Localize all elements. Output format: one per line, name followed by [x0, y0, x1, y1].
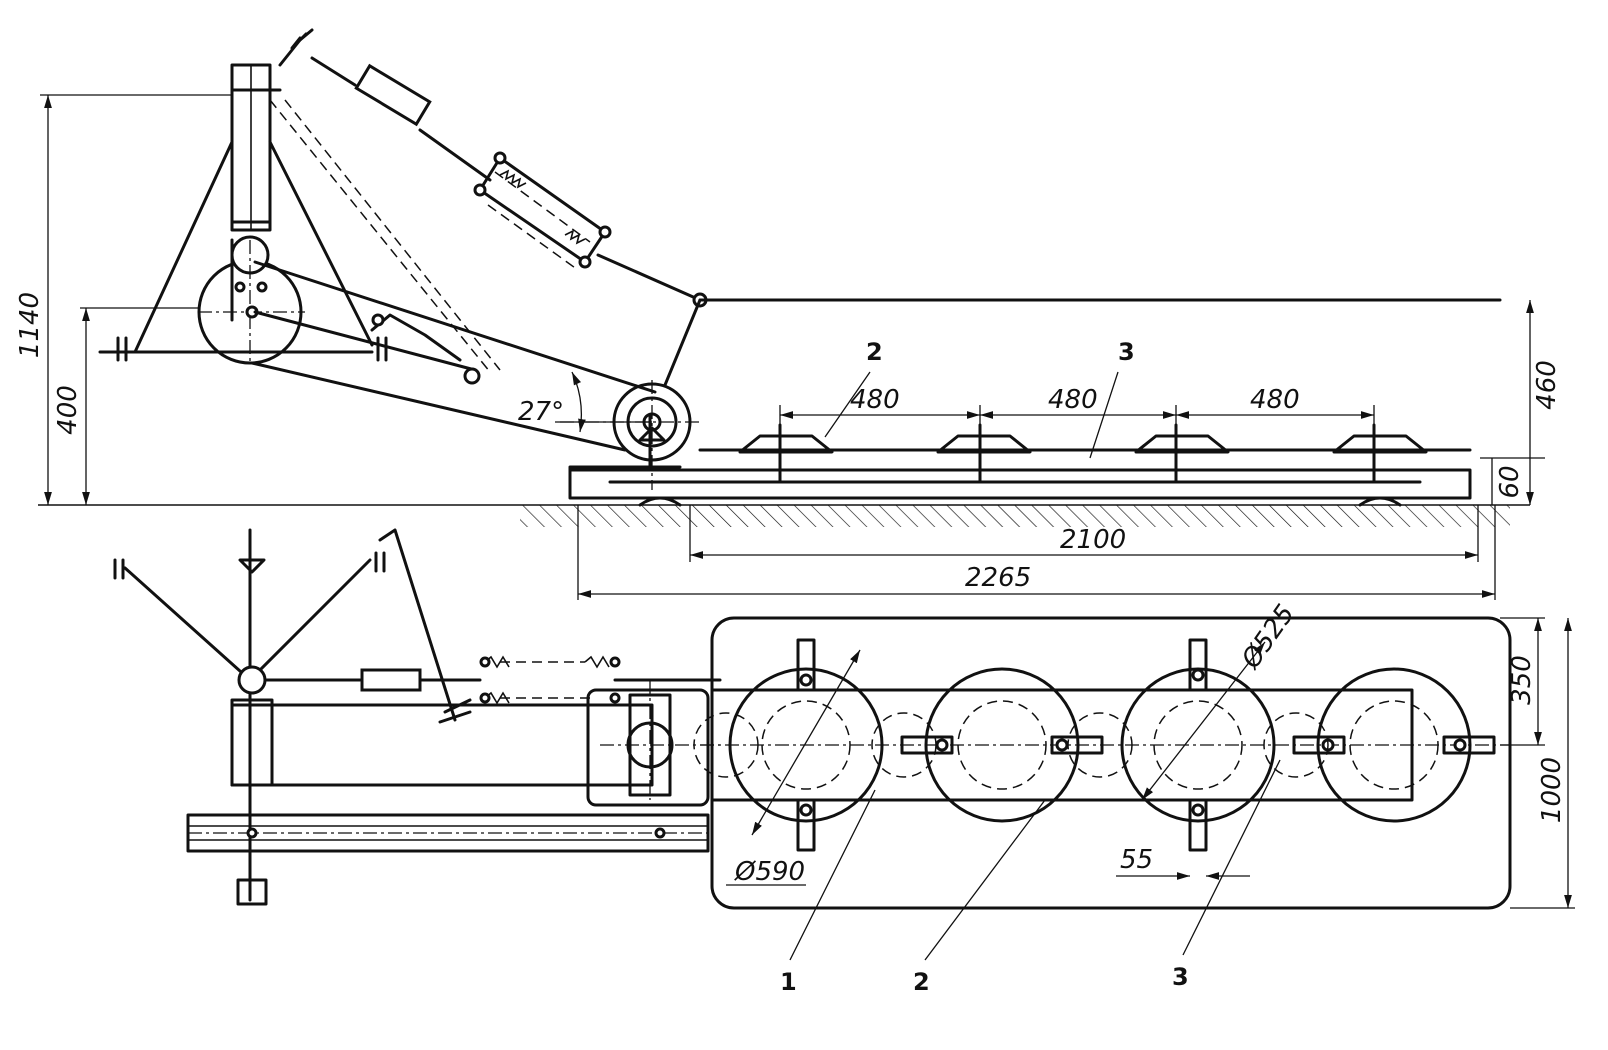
side-view: 1140 400 27° 480 480 480 460 [15, 28, 1562, 600]
callout-2-plan: 2 [913, 799, 1046, 996]
dim-frame-width: 1000 [1510, 618, 1575, 909]
callout-2-side: 2 [824, 338, 883, 438]
hitch-a-frame [98, 140, 388, 362]
dim-bar-offset: 60 [1480, 457, 1545, 505]
disk-side [1134, 423, 1230, 484]
dim-label: 350 [1507, 655, 1537, 705]
dim-label: 480 [1048, 385, 1098, 415]
dim-overall-length: 2265 [577, 505, 1496, 600]
cutter-frame-plan [700, 616, 1512, 910]
dim-tilt-angle: 27° [518, 371, 652, 433]
dim-label: Ø525 [1236, 599, 1301, 674]
disk-side [1332, 423, 1428, 484]
intermediate-gears [693, 712, 1329, 778]
drive-housing-plan [230, 680, 720, 807]
cutting-disk [900, 667, 1104, 823]
cutting-disk [1292, 667, 1496, 823]
ground-anchor-icon [116, 336, 128, 362]
callout-label: 1 [780, 968, 797, 996]
dim-label: 60 [1495, 465, 1525, 498]
callout-label: 2 [913, 968, 930, 996]
callout-label: 3 [1118, 338, 1135, 366]
dim-frame-depth: 350 [1500, 617, 1545, 746]
dim-label: 2100 [1060, 525, 1126, 555]
dim-label: 1140 [15, 292, 45, 358]
drive-pulley-rear [197, 235, 305, 365]
dim-knife-width: 55 [1116, 845, 1250, 880]
hitch-plan [113, 528, 472, 906]
callout-3-side: 3 [1089, 338, 1135, 459]
suspension-link [310, 56, 1502, 387]
callout-label: 2 [866, 338, 883, 366]
dim-label: 2265 [965, 563, 1031, 593]
dim-disk-spacing: 480 480 480 [779, 385, 1375, 425]
belt-housing-boom [250, 99, 657, 452]
plan-view: Ø590 Ø525 55 350 1000 1 [113, 528, 1575, 996]
callout-1-plan: 1 [780, 789, 876, 996]
disk-side [738, 423, 834, 484]
ground-hatching [520, 505, 1510, 527]
cutter-bar-side [568, 413, 1472, 507]
callout-3-plan: 3 [1172, 759, 1281, 991]
drive-pulley-front [560, 380, 700, 490]
callout-label: 3 [1172, 963, 1189, 991]
dim-label: Ø590 [734, 857, 805, 887]
dim-label: 1000 [1537, 757, 1567, 823]
dim-cutting-width: 2100 [689, 505, 1479, 562]
dim-height-total: 1140 [15, 94, 232, 505]
ground-anchor-icon [374, 551, 386, 573]
dim-label: 55 [1120, 845, 1153, 875]
hitch-mast [230, 28, 314, 232]
dim-height-lower: 400 [53, 307, 200, 505]
dim-bar-height: 460 [1526, 300, 1562, 505]
dim-label: 400 [53, 385, 83, 435]
dim-label: 480 [1250, 385, 1300, 415]
dim-disk-diameter-outer: Ø590 [726, 649, 861, 887]
ground-anchor-icon [376, 336, 388, 362]
suspension-plan [263, 655, 722, 705]
dim-label: 460 [1532, 360, 1562, 410]
disk-side [936, 423, 1032, 484]
belt-guard [186, 813, 710, 853]
ground-anchor-icon [113, 558, 125, 580]
